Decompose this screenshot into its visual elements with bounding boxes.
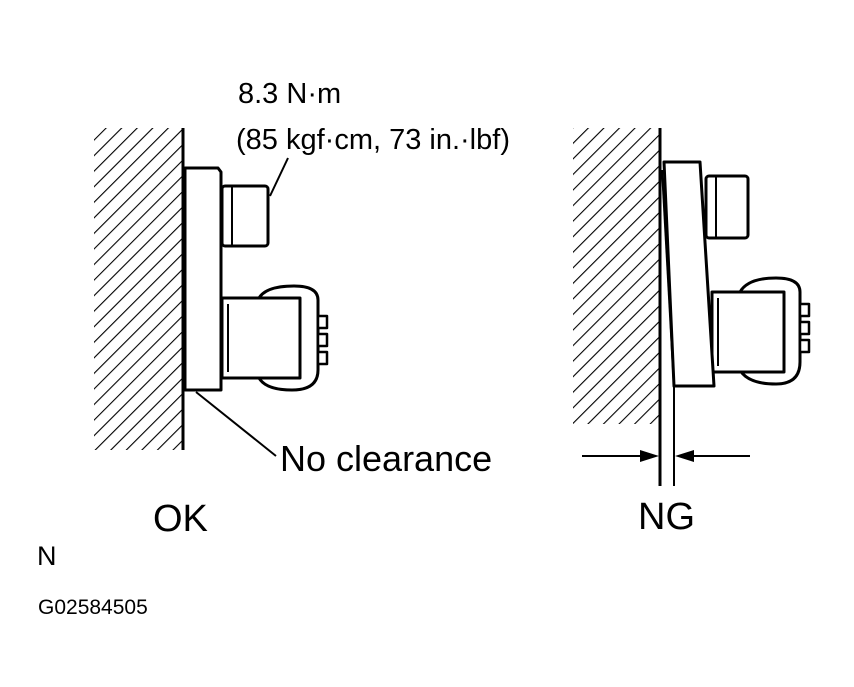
ng-mounting-bolt (704, 174, 750, 240)
ok-sensor-flange (183, 166, 223, 392)
torque-value-label: 8.3 N·m (238, 78, 342, 110)
torque-units-label: (85 kgf·cm, 73 in.·lbf) (236, 124, 510, 156)
ng-sensor (662, 160, 811, 388)
ok-label: OK (153, 498, 208, 540)
ng-connector-neck (710, 290, 786, 374)
arrow-right-icon (640, 450, 659, 462)
arrow-left-icon (675, 450, 694, 462)
ok-mounting-bolt (220, 184, 270, 248)
no-clearance-label: No clearance (280, 438, 493, 479)
ng-wedge-line (661, 169, 675, 389)
ng-connector-lock (798, 338, 811, 354)
ok-wall-hatch (94, 128, 182, 450)
ng-connector-lock (798, 302, 811, 318)
ok-connector-lock (316, 332, 329, 348)
figure-id-label: G02584505 (38, 596, 148, 619)
ok-connector-lock (316, 350, 329, 366)
ok-connector-lock (316, 314, 329, 330)
ng-gap-dimension (582, 450, 750, 462)
ok-view (94, 128, 329, 457)
orientation-label: N (37, 541, 57, 571)
ng-view (573, 128, 811, 486)
ng-wall-hatch (573, 128, 659, 424)
ok-connector-neck (220, 296, 302, 380)
no-clearance-leader (195, 391, 277, 457)
ng-label: NG (638, 496, 695, 538)
ok-sensor (183, 166, 329, 392)
ok-torque-leader (269, 157, 289, 197)
ng-connector-lock (798, 320, 811, 336)
